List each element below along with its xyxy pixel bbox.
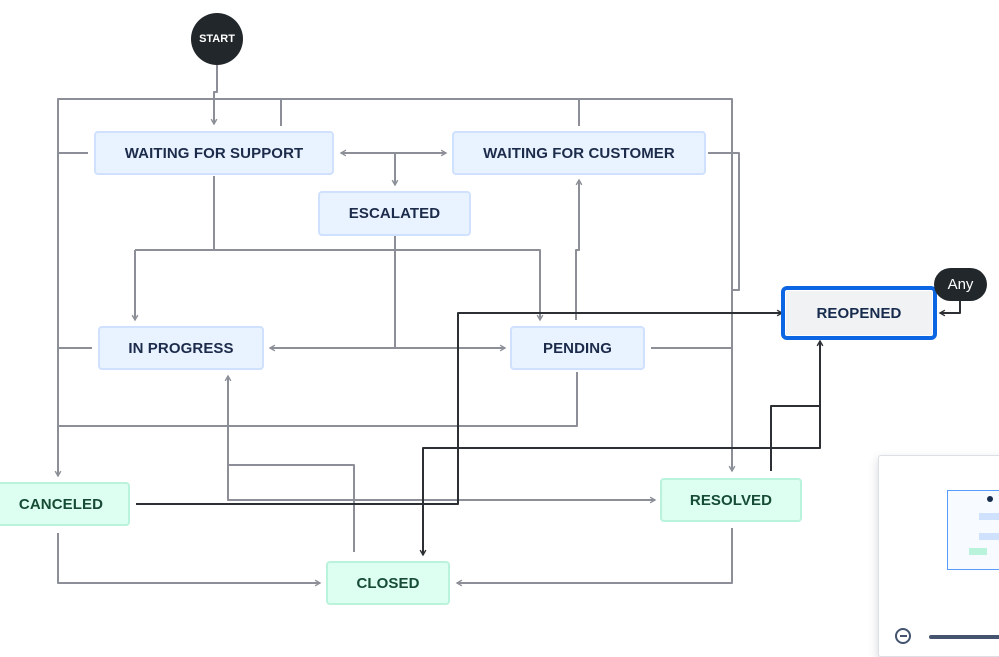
transition-start-to-waiting-support [214, 64, 218, 124]
status-pending[interactable]: PENDING [510, 326, 645, 370]
transition-any-to-reopened [940, 301, 961, 313]
transition-closed-to-in-progress [228, 376, 355, 552]
transition-lines [0, 64, 961, 640]
transition-resolved-to-closed [457, 528, 733, 583]
status-canceled[interactable]: CANCELED [0, 482, 130, 526]
any-status-node[interactable]: Any [934, 268, 987, 301]
zoom-out-icon[interactable] [895, 628, 911, 644]
status-waiting-for-customer[interactable]: WAITING FOR CUSTOMER [452, 131, 706, 175]
transition-resolved-to-reopened [770, 341, 820, 471]
zoom-slider[interactable] [929, 635, 999, 639]
minimap-viewport[interactable] [947, 490, 999, 570]
status-resolved[interactable]: RESOLVED [660, 478, 802, 522]
status-waiting-for-support[interactable]: WAITING FOR SUPPORT [94, 131, 334, 175]
status-escalated[interactable]: ESCALATED [318, 191, 471, 236]
transition-reopened-to-closed [423, 406, 821, 555]
status-closed[interactable]: CLOSED [326, 561, 450, 605]
minimap-node [969, 548, 987, 555]
transition-to-in-progress [135, 249, 540, 320]
start-node[interactable]: START [191, 13, 243, 65]
minimap-node [979, 533, 999, 540]
status-in-progress[interactable]: IN PROGRESS [98, 326, 264, 370]
minimap-panel[interactable] [878, 455, 999, 657]
transition-pending-bottom [58, 372, 578, 427]
minimap-node [979, 513, 999, 520]
status-reopened[interactable]: REOPENED [783, 288, 935, 338]
transition-to-resolved [227, 465, 655, 500]
minimap-start-dot [987, 496, 993, 502]
transition-canceled-to-closed [57, 533, 320, 583]
transition-pending-to-customer [575, 180, 579, 320]
transition-canceled-to-reopened [136, 313, 782, 505]
